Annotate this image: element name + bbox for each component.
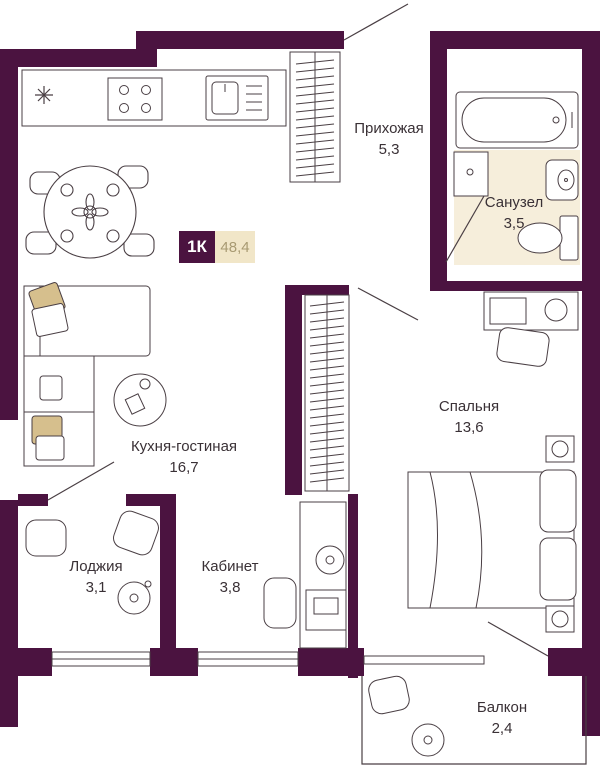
total-area: 48,4 [215, 231, 255, 263]
bathtub [455, 91, 579, 149]
room-label-bathroom: Санузел 3,5 [484, 194, 544, 232]
wardrobe-hanger [309, 309, 345, 315]
wardrobe-hanger [309, 389, 345, 395]
wardrobe-hanger [295, 147, 335, 153]
wardrobe-hanger [309, 373, 345, 379]
wardrobe-hanger [295, 107, 335, 113]
wardrobe-hanger [309, 477, 345, 483]
bed [407, 435, 577, 633]
wardrobe-hanger [309, 469, 345, 475]
wardrobe-hanger [309, 429, 345, 435]
room-label-study: Кабинет 3,8 [201, 558, 259, 596]
wardrobe-hanger [295, 163, 335, 169]
wardrobe-hanger [295, 171, 335, 177]
wardrobe-hanger [309, 437, 345, 443]
fridge-snowflake-icon [35, 86, 53, 104]
doors [47, 3, 549, 657]
wardrobe-hanger [309, 453, 345, 459]
wardrobe-hanger [295, 155, 335, 161]
wardrobe-hanger [295, 67, 335, 73]
dining-table [25, 165, 155, 259]
wardrobe-hanger [309, 301, 345, 307]
wardrobe-hanger [295, 115, 335, 121]
wardrobe-hanger [309, 421, 345, 427]
apartment-type: 1К [179, 231, 215, 263]
wardrobe-hanger [295, 75, 335, 81]
walls [0, 31, 600, 736]
balcony-furniture [368, 675, 445, 757]
wardrobe-hanger [309, 397, 345, 403]
washing-machine [453, 151, 489, 197]
wardrobe-hanger [295, 123, 335, 129]
windows [0, 420, 485, 667]
wardrobe-corridor [304, 294, 350, 492]
wardrobe-hanger [309, 333, 345, 339]
kitchen-counter [21, 69, 287, 127]
wardrobe-hanger [309, 445, 345, 451]
room-label-loggia: Лоджия 3,1 [69, 558, 123, 596]
wardrobe-hanger [295, 99, 335, 105]
room-label-hallway: Прихожая 5,3 [354, 120, 424, 158]
coffee-table [113, 373, 167, 427]
room-label-balcony: Балкон 2,4 [476, 699, 528, 737]
wardrobe-hanger [295, 139, 335, 145]
apartment-badge: 1К 48,4 [179, 231, 255, 263]
balcony-outline [361, 676, 587, 765]
loggia-furniture [25, 510, 159, 615]
sofa-pillows [28, 282, 69, 461]
toilet [517, 215, 579, 261]
room-label-kitchen-living: Кухня-гостиная 16,7 [130, 438, 238, 476]
wardrobe-hanger [309, 365, 345, 371]
wardrobe-hallway [289, 51, 341, 183]
desk [483, 291, 579, 367]
wardrobe-hanger [309, 413, 345, 419]
wardrobe-hanger [309, 381, 345, 387]
wardrobe-hanger [309, 357, 345, 363]
wardrobe-hanger [295, 131, 335, 137]
wardrobe-hanger [295, 83, 335, 89]
wardrobe-hanger [309, 405, 345, 411]
wardrobe-hanger [309, 349, 345, 355]
wardrobe-hanger [309, 341, 345, 347]
cabinet-furniture [263, 501, 347, 649]
sink [545, 159, 579, 201]
room-label-bedroom: Спальня 13,6 [438, 398, 500, 436]
wardrobe-hanger [309, 325, 345, 331]
wardrobe-hanger [309, 317, 345, 323]
wardrobe-hanger [309, 461, 345, 467]
wardrobe-hanger [295, 91, 335, 97]
wardrobe-hanger [295, 59, 335, 65]
